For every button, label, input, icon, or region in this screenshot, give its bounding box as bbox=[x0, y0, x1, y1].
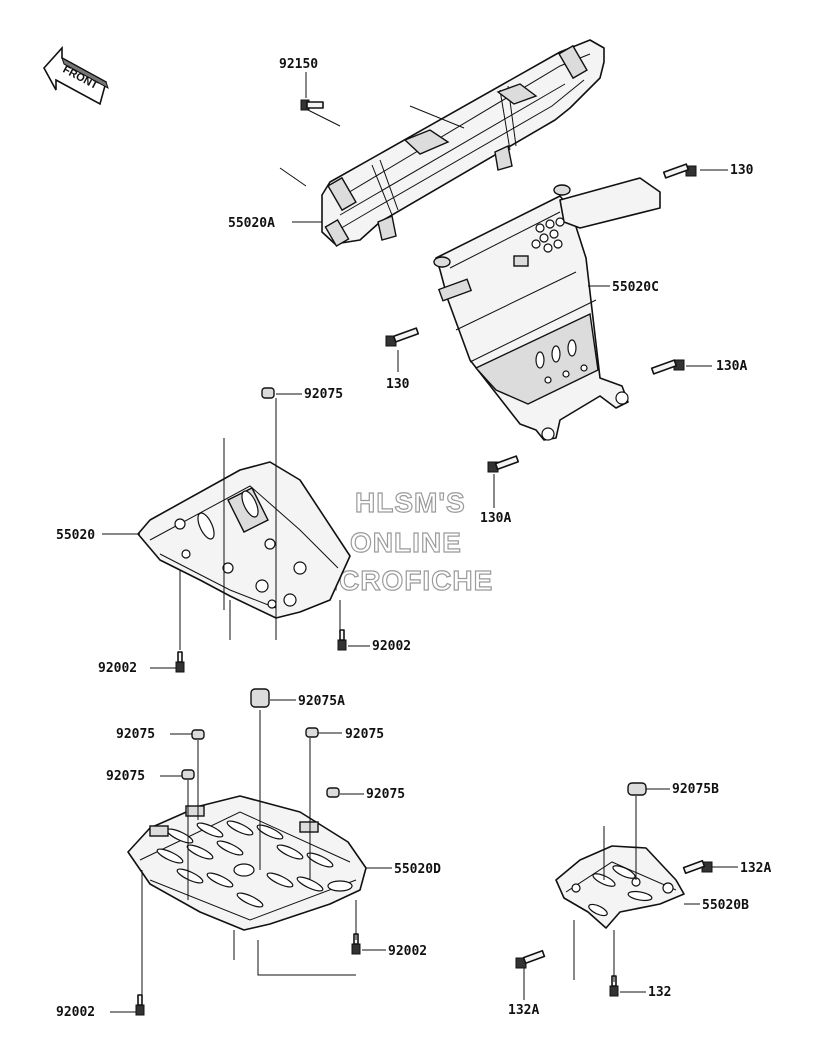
label-130A-mid: 130A bbox=[480, 511, 511, 526]
bolt-132A-left bbox=[515, 949, 546, 969]
bolt-132A-right bbox=[682, 859, 713, 875]
label-132: 132 bbox=[648, 985, 671, 1000]
skid-plate-55020 bbox=[137, 461, 351, 619]
plate-slots bbox=[156, 820, 334, 908]
label-55020C: 55020C bbox=[612, 280, 659, 295]
grommet-92075-d bbox=[181, 769, 195, 780]
bolt-92002-b bbox=[175, 651, 185, 673]
label-130-left: 130 bbox=[386, 377, 410, 392]
label-92075-c: 92075 bbox=[345, 727, 384, 742]
watermark-line-1: HLSM'S bbox=[355, 487, 466, 518]
bolt-92150 bbox=[300, 99, 324, 111]
grommet-92075-e bbox=[326, 787, 340, 798]
label-55020: 55020 bbox=[56, 528, 95, 543]
grommet-92075-c bbox=[305, 727, 319, 738]
part-labels: 92150 130 55020A 55020C 130 130A 130A 92… bbox=[56, 57, 771, 1020]
label-92002-d: 92002 bbox=[56, 1005, 95, 1020]
bolt-92002-d bbox=[135, 994, 145, 1016]
label-92075A: 92075A bbox=[298, 694, 345, 709]
label-92075-e: 92075 bbox=[366, 787, 405, 802]
bolt-130-left bbox=[385, 327, 420, 347]
label-92075-a: 92075 bbox=[304, 387, 343, 402]
bolt-130-top bbox=[662, 163, 697, 179]
front-frame-55020C bbox=[433, 177, 661, 441]
label-92075-b: 92075 bbox=[116, 727, 155, 742]
bolt-130A-mid bbox=[487, 455, 520, 473]
front-guard-55020A bbox=[321, 39, 605, 247]
bolt-92002-a bbox=[337, 629, 347, 651]
grommet-92075-a bbox=[261, 387, 275, 399]
label-55020A: 55020A bbox=[228, 216, 275, 231]
bolt-130A-right bbox=[650, 359, 685, 375]
watermark-line-2: ONLINE bbox=[350, 527, 462, 558]
label-92150: 92150 bbox=[279, 57, 318, 72]
label-130-top: 130 bbox=[730, 163, 754, 178]
front-direction-marker: FRONT bbox=[43, 45, 109, 106]
label-92075-d: 92075 bbox=[106, 769, 145, 784]
skid-plate-55020B bbox=[555, 845, 685, 929]
collar-92075A bbox=[250, 688, 270, 708]
label-92002-a: 92002 bbox=[372, 639, 411, 654]
label-92075B: 92075B bbox=[672, 782, 719, 797]
vent-grill bbox=[531, 217, 565, 253]
label-132A-left: 132A bbox=[508, 1003, 539, 1018]
label-132A-right: 132A bbox=[740, 861, 771, 876]
cap-92075B bbox=[627, 782, 647, 796]
leader-lines bbox=[102, 72, 738, 1013]
label-55020B: 55020B bbox=[702, 898, 749, 913]
label-130A-right: 130A bbox=[716, 359, 747, 374]
skid-plate-55020D bbox=[127, 795, 367, 931]
label-55020D: 55020D bbox=[394, 862, 441, 877]
grommet-92075-b bbox=[191, 729, 205, 740]
label-92002-c: 92002 bbox=[388, 944, 427, 959]
label-92002-b: 92002 bbox=[98, 661, 137, 676]
